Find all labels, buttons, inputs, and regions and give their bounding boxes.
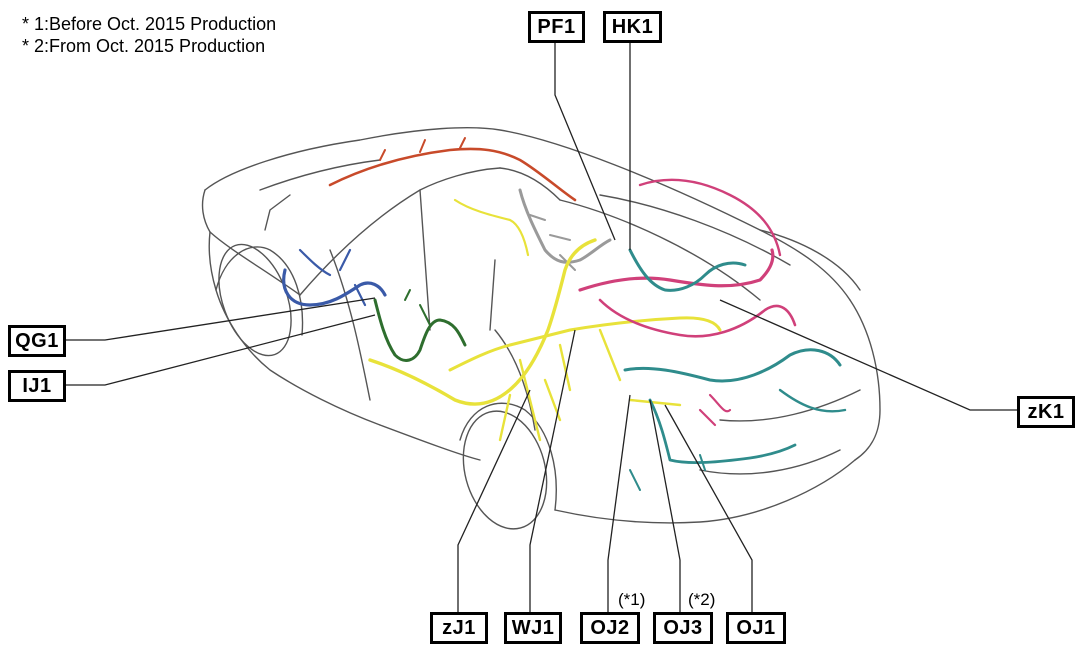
connector-label-IJ1: IJ1 (8, 370, 66, 402)
leader-QG1 (60, 297, 376, 341)
harness-group (282, 137, 847, 491)
production-note-2: * 2:From Oct. 2015 Production (22, 36, 266, 56)
leader-IJ1 (60, 314, 376, 386)
leader-lines (60, 38, 1020, 620)
leader-PF1 (554, 38, 616, 241)
leader-OJ3 (649, 399, 681, 620)
tag-OJ2-before: (*1) (618, 590, 646, 609)
connector-label-zJ1: zJ1 (430, 612, 488, 644)
connector-label-OJ2: OJ2 (580, 612, 640, 644)
connector-label-QG1: QG1 (8, 325, 66, 357)
connector-label-OJ1: OJ1 (726, 612, 786, 644)
harness-gray-dash (518, 188, 612, 264)
production-note-1: * 1:Before Oct. 2015 Production (22, 14, 277, 34)
leader-OJ1 (664, 404, 753, 620)
leader-zK1 (719, 299, 1020, 411)
harness-green (373, 298, 467, 362)
connector-label-HK1: HK1 (603, 11, 662, 43)
harness-teal-upper (628, 248, 747, 292)
leader-OJ2 (607, 394, 631, 620)
harness-blue-door (282, 268, 387, 307)
connector-label-zK1: zK1 (1017, 396, 1075, 428)
connector-label-PF1: PF1 (528, 11, 585, 43)
leader-zJ1 (457, 389, 531, 620)
connector-label-OJ3: OJ3 (653, 612, 713, 644)
harness-teal-rear (623, 348, 842, 383)
leader-WJ1 (529, 329, 576, 620)
harness-yellow-main (368, 238, 597, 406)
harness-magenta (578, 248, 775, 292)
tag-OJ3-from: (*2) (688, 590, 716, 609)
harness-orange-roof (328, 147, 577, 202)
connector-label-WJ1: WJ1 (504, 612, 562, 644)
